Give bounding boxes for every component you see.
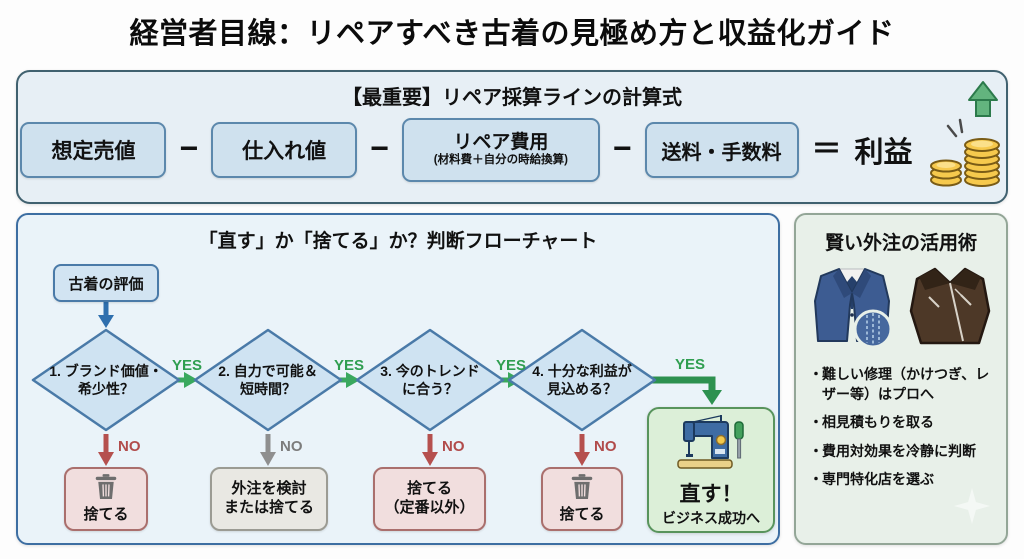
outcome-box-discard-2: 捨てる （定番以外） [373,467,486,531]
tip-text: 相見積もりを取る [822,414,934,431]
outcome-text: 捨てる [83,505,129,523]
term-sublabel: (材料費＋自分の時給換算) [433,154,568,167]
no-label: NO [442,438,465,455]
page-title: 経営者目線：リペアすべき古着の見極め方と収益化ガイド [129,18,895,50]
decision-diamond-1: 1. ブランド価値・希少性？ [31,328,181,432]
term-label: 想定売値 [51,140,136,163]
term-expected-price: 想定売値 [20,122,167,178]
outcome-box-outsource: 外注を検討 または捨てる [210,467,328,531]
decision-text: 4. 十分な利益が [532,362,632,379]
formula-heading: 【最重要】リペア採算ラインの計算式 [342,87,682,109]
trash-icon [94,473,118,506]
leather-jacket-icon [905,263,995,360]
outcome-text: 捨てる [406,480,452,498]
term-label: 仕入れ値 [242,140,327,163]
decision-diamond-2: 2. 自力で可能＆ 短時間？ [193,328,343,432]
no-label: NO [118,438,141,455]
decision-text: 短時間？ [240,381,296,397]
success-text: 直す！ [679,482,743,506]
trash-icon [570,473,594,506]
jackets-illustration [796,263,1006,360]
outcome-text: 捨てる [559,505,605,523]
term-label: 送料・手数料 [661,141,782,164]
decision-diamond-3: 3. 今のトレンドに合う？ [355,328,505,432]
tip-item: ・相見積もりを取る [809,413,996,433]
decision-text: に合う？ [402,381,458,397]
yes-label: YES [171,357,202,374]
bullet-marker: ・ [809,414,823,431]
no-label: NO [594,438,617,455]
decision-text: 希少性？ [78,381,134,397]
formula-panel: 【最重要】リペア採算ラインの計算式 想定売値 − 仕入れ値 − リペア費用 (材… [16,70,1008,204]
decision-text: 2. 自力で可能＆ [218,362,318,379]
decision-text: 3. 今のトレンド [380,362,480,379]
flowchart-panel: 「直す」か「捨てる」か？判断フローチャート 古着の評価 [16,213,780,545]
tip-item: ・専門特化店を選ぶ [809,470,996,490]
decision-diamond-4: 4. 十分な利益が見込める？ [507,328,657,432]
no-label: NO [280,438,303,455]
term-purchase-cost: 仕入れ値 [211,122,358,178]
bullet-marker: ・ [809,442,823,459]
outcome-text: または捨てる [223,499,314,516]
coins-icon [926,80,1004,195]
decision-text: 1. ブランド価値・ [49,362,163,379]
bullet-marker: ・ [809,471,823,488]
sparkle-icon [952,486,992,531]
yes-label: YES [333,357,364,374]
term-label: リペア費用 [453,132,549,154]
sewing-machine-icon [675,413,747,476]
equals-operator: ＝ [811,133,842,166]
minus-operator: − [179,130,199,166]
flowchart-heading: 「直す」か「捨てる」か？判断フローチャート [198,231,598,252]
minus-operator: − [370,130,389,166]
outcome-text: （定番以外） [384,499,475,516]
tip-text: 専門特化店を選ぶ [822,471,934,488]
success-node: 直す！ ビジネス成功へ [647,407,775,533]
yes-label: YES [495,357,526,374]
formula-row: 想定売値 − 仕入れ値 − リペア費用 (材料費＋自分の時給換算) − 送料・手… [18,80,1006,187]
tip-item: ・費用対効果を冷静に判断 [809,442,996,462]
term-repair-cost: リペア費用 (材料費＋自分の時給換算) [401,118,600,182]
tip-text: 難しい修理（かけつぎ、レザー等）はプロへ [822,366,990,402]
flowchart-canvas: 古着の評価 1. ブランド価値・希少性？ 2. 自力で可能＆ 短時間？ 3. 今の… [18,215,782,547]
yes-label: YES [674,356,705,373]
outcome-box-discard-3: 捨てる [541,467,623,531]
suit-jacket-icon [807,263,897,360]
outcome-text: 外注を検討 [231,480,307,498]
tip-text: 費用対効果を冷静に判断 [822,442,976,459]
success-text: ビジネス成功へ [662,509,760,526]
term-shipping-fees: 送料・手数料 [644,122,799,178]
start-node: 古着の評価 [53,264,159,302]
tips-panel: 賢い外注の活用術 [794,213,1008,545]
tip-item: ・難しい修理（かけつぎ、レザー等）はプロへ [809,365,996,404]
decision-text: 見込める？ [547,381,617,397]
bullet-marker: ・ [809,366,823,382]
outcome-box-discard-1: 捨てる [64,467,148,531]
tips-heading: 賢い外注の活用術 [824,233,977,254]
tips-list: ・難しい修理（かけつぎ、レザー等）はプロへ ・相見積もりを取る ・費用対効果を冷… [809,365,996,499]
profit-label: 利益 [854,137,913,169]
minus-operator: − [612,130,632,166]
